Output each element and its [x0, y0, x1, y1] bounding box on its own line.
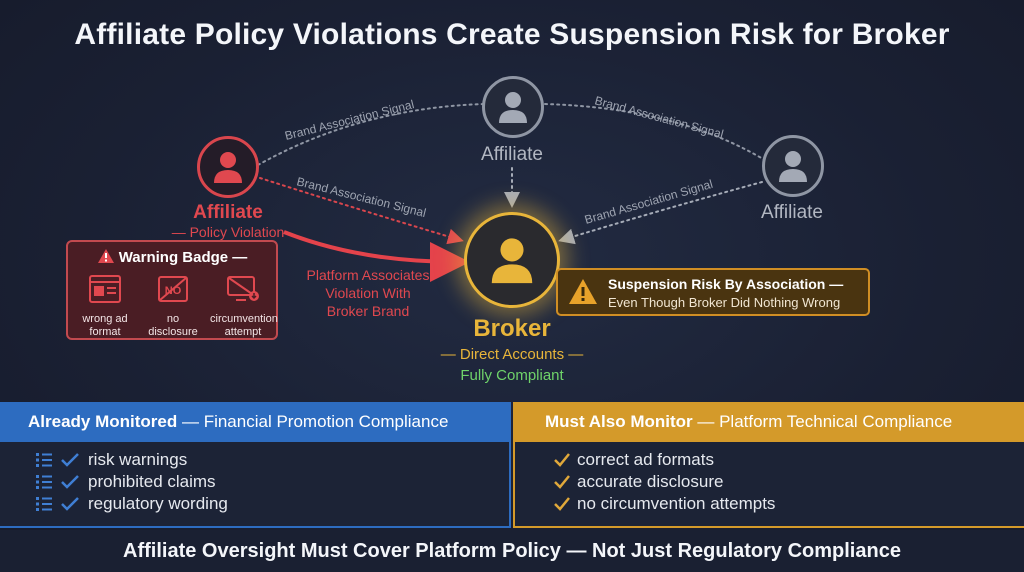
ad-format-icon [89, 275, 121, 303]
suspension-risk-callout: Suspension Risk By Association — Even Th… [556, 268, 870, 316]
must-also-monitor-header: Must Also Monitor — Platform Technical C… [513, 402, 1024, 442]
check-icon [554, 497, 570, 511]
broker-node[interactable] [464, 212, 560, 308]
broker-status: Fully Compliant [460, 367, 564, 384]
person-icon [214, 152, 242, 183]
warning-badge-title: Warning Badge — [68, 248, 276, 266]
affiliate-violator-subtitle: — Policy Violation [171, 224, 285, 240]
suspension-risk-title: Suspension Risk By Association — [608, 276, 844, 292]
suspension-risk-detail: Even Though Broker Did Nothing Wrong [608, 295, 841, 310]
platform-associates-text: Platform Associates Violation With Broke… [306, 267, 430, 319]
checklist-item-label: prohibited claims [88, 472, 216, 491]
checklist-item-label: risk warnings [88, 450, 188, 469]
broker-label: Broker [473, 315, 551, 342]
signal-label-mid-right: Brand Association Signal [583, 177, 714, 227]
affiliate-top-label: Affiliate [481, 144, 543, 165]
list-check-icon [36, 475, 79, 489]
already-monitored-panel: risk warnings prohibited claims regulato… [0, 442, 511, 528]
already-monitored-header: Already Monitored — Financial Promotion … [0, 402, 511, 442]
checklist-item-label: regulatory wording [88, 494, 228, 513]
signal-line-top-right [544, 103, 769, 163]
affiliate-violator-label: Affiliate [193, 202, 263, 223]
must-also-monitor-panel: correct ad formats accurate disclosure n… [513, 442, 1024, 528]
check-icon [554, 453, 570, 467]
broker-accounts: — Direct Accounts — [440, 346, 584, 363]
checklist-item-label: correct ad formats [577, 450, 714, 469]
signal-line-top-left [257, 103, 485, 166]
page-title: Affiliate Policy Violations Create Suspe… [74, 18, 950, 51]
check-icon [554, 475, 570, 489]
circumvention-icon [227, 276, 259, 301]
list-check-icon [36, 453, 79, 467]
checklist-item-label: accurate disclosure [577, 472, 724, 491]
person-icon [491, 238, 533, 284]
affiliate-right-node[interactable] [762, 135, 824, 197]
warning-icon [569, 279, 597, 304]
checklist-item-label: no circumvention attempts [577, 494, 776, 513]
affiliate-right-label: Affiliate [761, 202, 823, 223]
affiliate-violator-node[interactable] [197, 136, 259, 198]
signal-line-right-affiliate-broker [558, 181, 763, 245]
warning-icon [97, 249, 114, 263]
signal-label-mid-left: Brand Association Signal [295, 174, 427, 220]
violation-arrow [283, 230, 470, 282]
affiliate-top-node[interactable] [482, 76, 544, 138]
footer-message: Affiliate Oversight Must Cover Platform … [0, 530, 1024, 572]
signal-label-top-left: Brand Association Signal [283, 97, 415, 143]
svg-text:NO: NO [165, 285, 182, 297]
person-icon [779, 151, 807, 182]
list-check-icon [36, 497, 79, 511]
no-disclosure-icon: NO [158, 276, 188, 302]
signal-label-top-right: Brand Association Signal [593, 93, 725, 141]
signal-line-violator-broker [259, 177, 464, 245]
person-icon [499, 92, 527, 123]
